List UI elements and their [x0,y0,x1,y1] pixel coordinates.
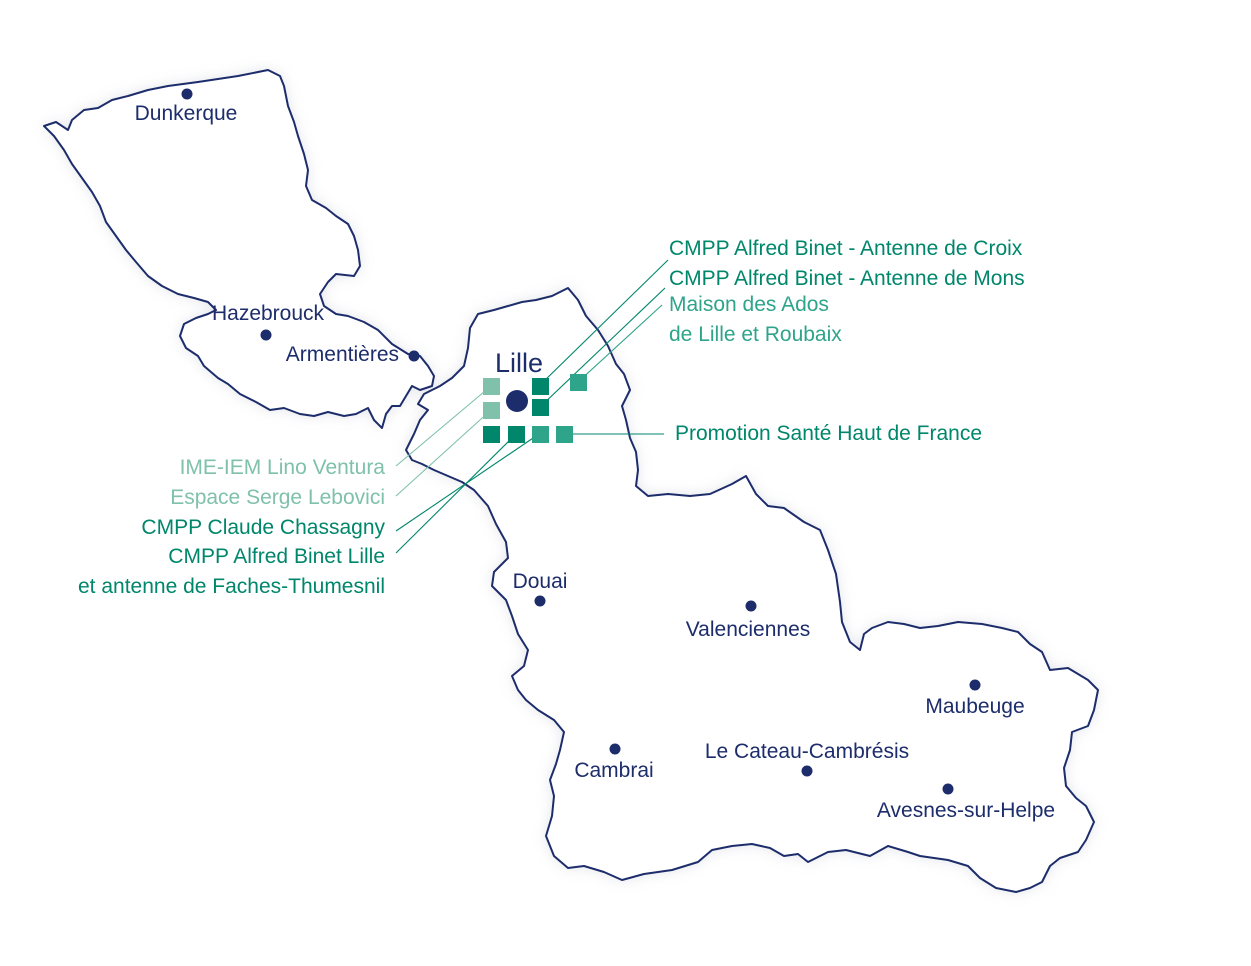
site-label-espace[interactable]: Espace Serge Lebovici [170,486,385,509]
city-dot-lille[interactable] [506,390,528,412]
site-label-claude[interactable]: CMPP Claude Chassagny [141,516,385,539]
city-label-valenciennes: Valenciennes [686,618,811,641]
city-label-lille: Lille [495,348,543,378]
city-label-hazebrouck: Hazebrouck [212,302,325,325]
site-marker-binet-lille[interactable] [483,426,500,443]
city-label-armentieres: Armentières [286,343,399,366]
site-label-ime[interactable]: IME-IEM Lino Ventura [180,456,386,479]
city-dot-armentieres[interactable] [408,350,420,362]
city-dot-le-cateau[interactable] [801,765,813,777]
site-markers [483,374,587,443]
site-label-mons[interactable]: CMPP Alfred Binet - Antenne de Mons [669,267,1025,290]
city-label-maubeuge: Maubeuge [925,695,1024,718]
map-border-south [405,287,1099,893]
leader-line-ados [577,304,663,383]
city-dot-valenciennes[interactable] [745,600,757,612]
city-dot-avesnes[interactable] [942,783,954,795]
site-label-binet-lille-line-1[interactable]: CMPP Alfred Binet Lille [168,545,385,568]
site-marker-croix[interactable] [532,378,549,395]
city-label-avesnes: Avesnes-sur-Helpe [877,799,1055,822]
site-marker-espace[interactable] [483,402,500,419]
leader-line-espace [395,409,492,497]
site-marker-ados[interactable] [570,374,587,391]
site-labels-left: IME-IEM Lino Ventura Espace Serge Lebovi… [78,456,386,598]
city-label-cambrai: Cambrai [574,759,653,782]
site-marker-mons[interactable] [532,399,549,416]
site-marker-ime[interactable] [483,378,500,395]
site-marker-claude[interactable] [508,426,525,443]
leader-lines [395,259,669,554]
site-labels-right: CMPP Alfred Binet - Antenne de Croix CMP… [669,237,1025,445]
site-label-binet-lille-line-2[interactable]: et antenne de Faches-Thumesnil [78,575,385,598]
city-dot-hazebrouck[interactable] [260,329,272,341]
site-label-ados-line-2[interactable]: de Lille et Roubaix [669,323,842,346]
site-label-ados-line-1[interactable]: Maison des Ados [669,293,829,316]
city-dot-maubeuge[interactable] [969,679,981,691]
leader-line-ime [395,385,492,467]
city-dot-dunkerque[interactable] [181,88,193,100]
site-label-promotion[interactable]: Promotion Santé Haut de France [675,422,982,445]
city-labels: Dunkerque Hazebrouck Armentières Lille D… [135,102,1055,822]
city-dots [181,88,981,795]
leader-line-mons [539,287,666,408]
leader-line-binet-lille [395,433,517,554]
city-dot-cambrai[interactable] [609,743,621,755]
leader-line-croix [539,259,669,386]
site-marker-promotion-2[interactable] [556,426,573,443]
site-label-croix[interactable]: CMPP Alfred Binet - Antenne de Croix [669,237,1023,260]
map-border-north [43,69,435,429]
site-marker-promotion-1[interactable] [532,426,549,443]
city-label-dunkerque: Dunkerque [135,102,238,125]
city-label-douai: Douai [513,570,568,593]
city-label-le-cateau: Le Cateau-Cambrésis [705,740,909,763]
city-dot-douai[interactable] [534,595,546,607]
